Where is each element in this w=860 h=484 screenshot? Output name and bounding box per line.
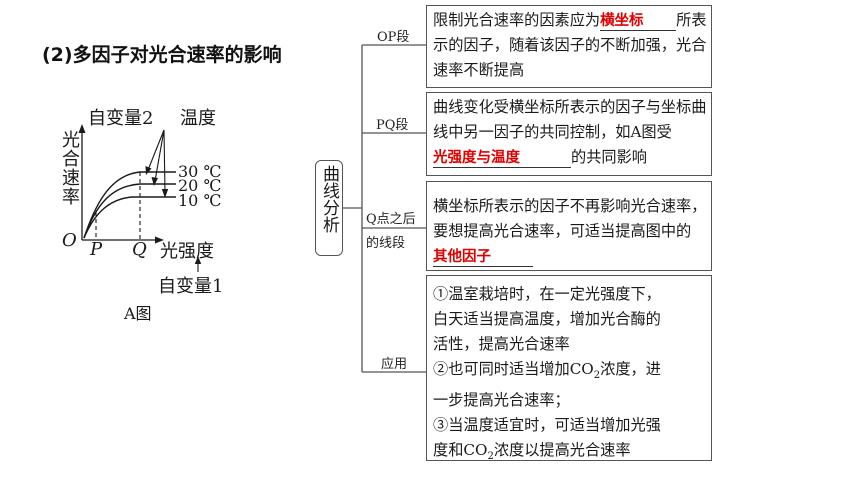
branch-pq: PQ段 bbox=[376, 118, 409, 133]
box-app: ①温室栽培时，在一定光强度下， 白天适当提高温度，增加光合酶的 活性，提高光合速… bbox=[426, 275, 712, 462]
box-pq-post: 的共同影响 bbox=[571, 148, 647, 166]
curve-label-10: 10 ℃ bbox=[178, 191, 222, 210]
center-node-label: 曲线分析 bbox=[319, 165, 339, 233]
answer-op: 横坐标 bbox=[600, 13, 644, 29]
app-line-4-sub: 2 bbox=[593, 370, 601, 382]
app-line-1: ①温室栽培时，在一定光强度下， bbox=[433, 285, 661, 303]
answer-q: 其他因子 bbox=[433, 249, 491, 265]
branch-q-2: 的线段 bbox=[366, 236, 406, 251]
box-op-pre: 限制光合速率的因素应为 bbox=[433, 11, 601, 29]
curve-label-20: 20 ℃ bbox=[178, 176, 222, 195]
temp-arrow-1 bbox=[147, 129, 165, 171]
app-line-4: ②也可同时适当增加CO2浓度，进 bbox=[433, 357, 707, 388]
section-title: (2)多因子对光合速率的影响 bbox=[42, 44, 282, 66]
graph-svg bbox=[78, 124, 202, 272]
var2-label: 自变量2 bbox=[88, 108, 154, 129]
var1-label: 自变量1 bbox=[158, 276, 224, 297]
app-line-7a: 度和CO bbox=[433, 441, 488, 460]
temp-arrow-3 bbox=[163, 129, 166, 194]
app-line-2: 白天适当提高温度，增加光合酶的 bbox=[433, 310, 661, 328]
box-op: 限制光合速率的因素应为横坐标所表示的因子，随着该因子的不断加强，光合速率不断提高 bbox=[426, 5, 712, 88]
temp-arrow-2 bbox=[154, 129, 165, 182]
point-q-label: Q bbox=[132, 239, 147, 260]
answer-pq: 光强度与温度 bbox=[433, 150, 520, 166]
box-op-post: 所表示的因子，随着该因子的不断加强，光合速率不断提高 bbox=[433, 11, 707, 79]
box-pq-pre: 曲线变化受横坐标所表示的因子与坐标曲线中另一因子的共同控制，如A图受 bbox=[433, 98, 707, 141]
app-line-7-sub: 2 bbox=[487, 451, 494, 463]
app-line-4a: ②也可同时适当增加CO bbox=[433, 360, 594, 378]
x-axis-label: 光强度 bbox=[160, 241, 214, 262]
origin-label: O bbox=[62, 230, 77, 251]
branch-op: OP段 bbox=[377, 30, 410, 45]
blank-op: 横坐标 bbox=[600, 11, 677, 31]
center-node: 曲线分析 bbox=[315, 160, 343, 256]
app-line-7b: 浓度以提高光合速率 bbox=[493, 441, 631, 460]
box-pq: 曲线变化受横坐标所表示的因子与坐标曲线中另一因子的共同控制，如A图受光强度与温度… bbox=[426, 92, 712, 176]
box-q: 横坐标所表示的因子不再影响光合速率，要想提高光合速率，可适当提高图中的其他因子 bbox=[426, 181, 712, 271]
y-axis-label: 光合速率 bbox=[59, 130, 80, 206]
blank-q: 其他因子 bbox=[433, 247, 533, 267]
app-line-4b: 浓度，进 bbox=[600, 360, 661, 378]
blank-pq: 光强度与温度 bbox=[433, 148, 571, 168]
branch-q-1: Q点之后 bbox=[366, 212, 416, 227]
x-axis-arrow bbox=[155, 236, 164, 244]
graph-caption: A图 bbox=[124, 304, 152, 323]
app-line-3: 活性，提高光合速率 bbox=[433, 335, 570, 353]
app-line-6: ③当温度适宜时，可适当增加光强 bbox=[433, 416, 661, 435]
curve-10c bbox=[83, 196, 176, 239]
app-line-5: 一步提高光合速率； bbox=[433, 391, 570, 410]
point-p-label: P bbox=[90, 239, 103, 260]
app-line-7: 度和CO2浓度以提高光合速率 bbox=[433, 438, 707, 469]
y-axis-arrow bbox=[78, 124, 86, 133]
curve-label-30: 30 ℃ bbox=[178, 162, 222, 181]
branch-app: 应用 bbox=[381, 357, 408, 372]
var2-name: 温度 bbox=[180, 108, 216, 129]
curve-20c bbox=[83, 183, 176, 239]
box-q-pre: 横坐标所表示的因子不再影响光合速率，要想提高光合速率，可适当提高图中的 bbox=[433, 197, 707, 240]
